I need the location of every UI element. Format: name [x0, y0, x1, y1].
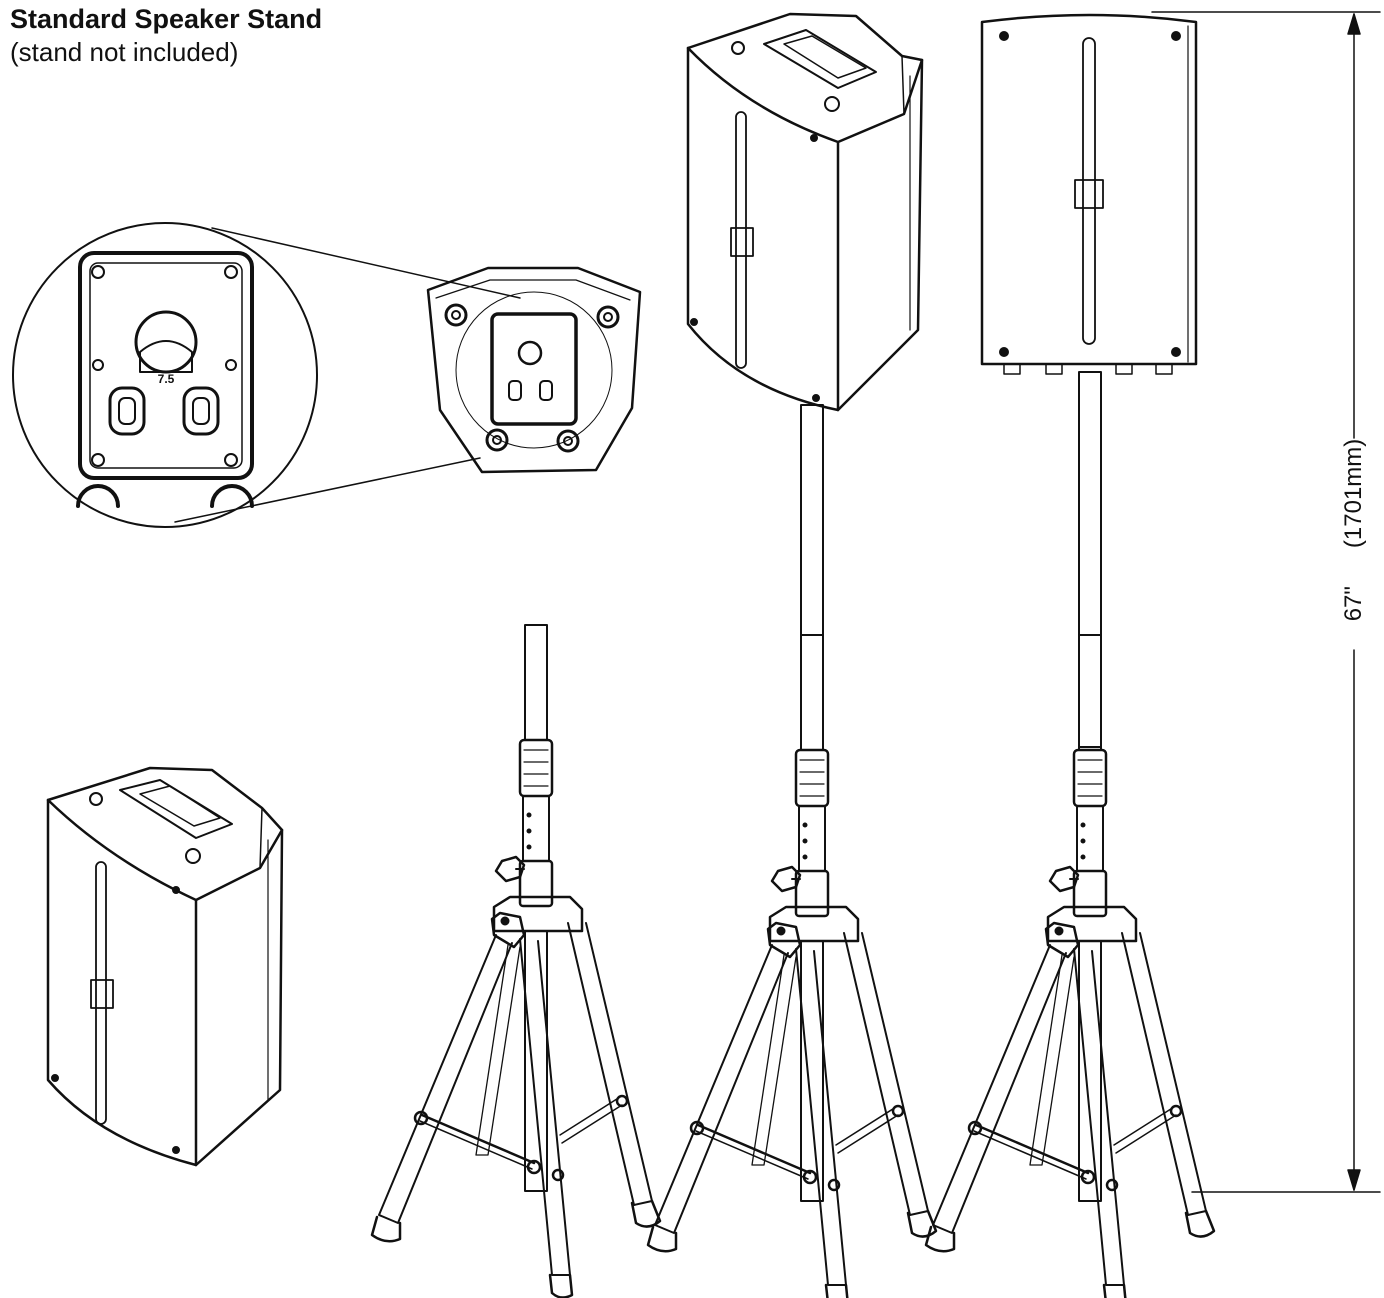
plate-marking: 7.5: [158, 372, 175, 386]
speaker-angled-on-stand: [688, 14, 922, 410]
tripod-stand-retracted: [370, 623, 662, 1298]
speaker-standalone: [48, 768, 282, 1165]
diagram-title: Standard Speaker Stand: [10, 4, 323, 34]
height-imperial: 67": [1340, 586, 1367, 622]
speaker-bottom-view: [428, 268, 640, 472]
height-dimension-label: 67" (1701mm): [1340, 439, 1368, 622]
tripod-stand-angled-speaker: [646, 405, 938, 1298]
detail-zoom: 7.5: [13, 223, 520, 527]
height-dimension-line: [1152, 12, 1380, 1192]
speaker-front-on-stand: [982, 15, 1196, 374]
height-metric: (1701mm): [1340, 438, 1367, 549]
tripod-stand-front-speaker: [924, 372, 1216, 1298]
diagram-subtitle: (stand not included): [10, 37, 239, 67]
